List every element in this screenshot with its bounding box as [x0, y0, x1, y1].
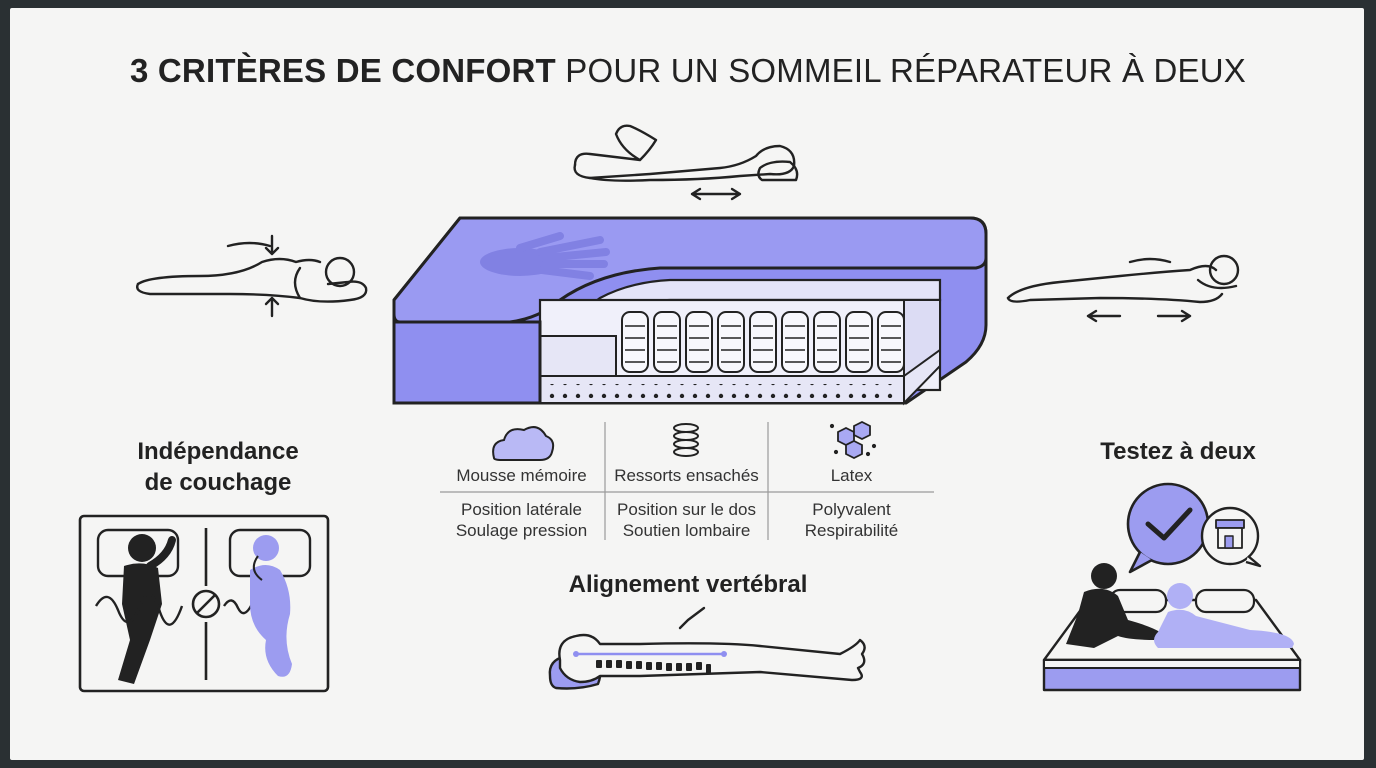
material-desc-1: Position sur le dos [617, 500, 756, 519]
illustration-layer [78, 124, 1302, 693]
back-sleeper-figure [573, 124, 799, 201]
page-title: 3 CRITÈRES DE CONFORT POUR UN SOMMEIL RÉ… [10, 52, 1364, 90]
material-desc-1: Polyvalent [812, 500, 891, 519]
material-name: Latex [830, 466, 873, 485]
title-regular: POUR UN SOMMEIL RÉPARATEUR À DEUX [565, 52, 1247, 89]
material-desc-2: Soulage pression [455, 521, 588, 540]
independence-heading: Indépendance de couchage [98, 436, 338, 498]
spine-vertebrae [596, 660, 711, 674]
material-name: Ressorts ensachés [614, 466, 759, 485]
alignment-heading: Alignement vertébral [568, 571, 808, 598]
pocket-springs [621, 311, 905, 373]
cloud-icon [492, 426, 555, 461]
spring-icon [673, 423, 699, 457]
material-desc-2: Soutien lombaire [622, 521, 751, 540]
independence-heading-line2: de couchage [144, 469, 292, 496]
couple-testing-illustration [1042, 482, 1302, 692]
material-desc-2: Respirabilité [804, 521, 899, 540]
legend-grid [440, 422, 934, 540]
legend-column-latex: Latex Polyvalent Respirabilité [769, 466, 934, 541]
legend-column-memory-foam: Mousse mémoire Position latérale Soulage… [439, 466, 604, 541]
stomach-sleeper-figure [1006, 254, 1240, 323]
test-heading: Testez à deux [1100, 438, 1256, 465]
approval-bubble-icon [1126, 482, 1210, 574]
material-desc-1: Position latérale [461, 500, 582, 519]
honeycomb-icon [829, 420, 877, 460]
material-name: Mousse mémoire [456, 466, 587, 485]
side-sleeper-figure [136, 234, 368, 318]
legend-column-pocket-springs: Ressorts ensachés Position sur le dos So… [604, 466, 769, 541]
store-bubble-icon [1200, 506, 1262, 568]
infographic-canvas: 3 CRITÈRES DE CONFORT POUR UN SOMMEIL RÉ… [10, 8, 1364, 760]
spine-alignment-figure [548, 606, 866, 690]
independence-heading-line1: Indépendance [137, 438, 299, 465]
hand-imprint-icon [480, 232, 610, 280]
mattress-cutaway-illustration [392, 216, 988, 406]
title-bold: 3 CRITÈRES DE CONFORT [129, 52, 556, 89]
independence-panel [78, 514, 330, 693]
